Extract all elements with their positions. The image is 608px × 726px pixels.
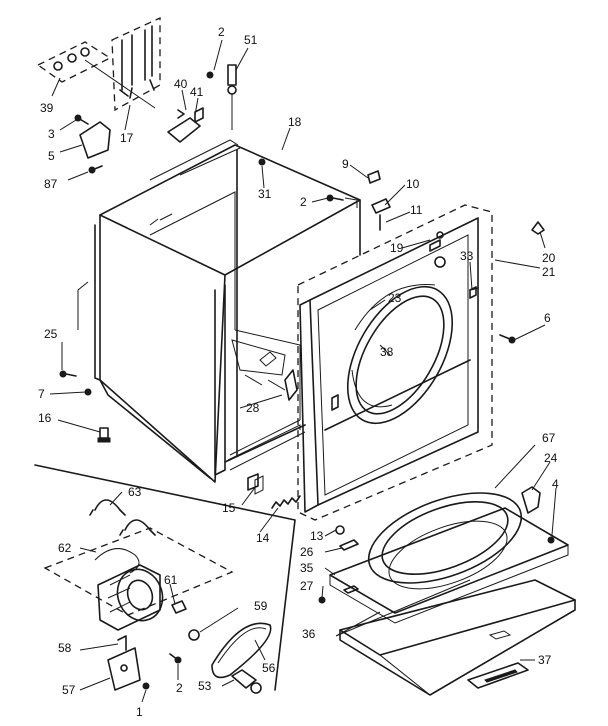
callout-33: 33: [460, 249, 474, 263]
callout-20: 20: [542, 251, 556, 265]
callout-58: 58: [58, 641, 72, 655]
callout-23: 23: [388, 291, 402, 305]
callout-27: 27: [300, 579, 314, 593]
callout-35: 35: [300, 561, 314, 575]
callout-2-bottom: 2: [176, 681, 183, 695]
callout-87: 87: [44, 177, 58, 191]
callout-26: 26: [300, 545, 314, 559]
callout-5: 5: [48, 149, 55, 163]
terminal-block-assembly: [36, 16, 237, 174]
callout-61: 61: [164, 573, 178, 587]
callout-28: 28: [246, 401, 260, 415]
callout-25: 25: [44, 327, 58, 341]
base-assembly: [318, 486, 576, 696]
callout-10: 10: [406, 177, 420, 191]
callout-7: 7: [38, 387, 45, 401]
callout-2-mid: 2: [300, 195, 307, 209]
callout-38: 38: [380, 345, 394, 359]
callout-63: 63: [128, 485, 142, 499]
callout-24: 24: [544, 451, 558, 465]
callout-59: 59: [254, 599, 268, 613]
cabinet-hardware: [59, 158, 344, 509]
callout-11: 11: [410, 203, 423, 217]
callout-14: 14: [256, 531, 270, 545]
front-panel-assembly: [297, 170, 545, 521]
callout-37: 37: [538, 653, 552, 667]
callout-51: 51: [244, 33, 258, 47]
callout-19: 19: [390, 241, 404, 255]
leader-lines: [49, 39, 557, 703]
callout-17: 17: [120, 131, 134, 145]
cabinet: [94, 139, 361, 495]
callout-1: 1: [136, 705, 143, 719]
callout-2-top: 2: [218, 25, 225, 39]
motor-assembly: [34, 464, 296, 694]
callout-21: 21: [542, 265, 556, 279]
callout-40: 40: [174, 77, 188, 91]
callout-labels: 2 51 40 41 39 3 5 87 17 18 31 2 9 10 11 …: [38, 25, 559, 719]
callout-9: 9: [342, 157, 349, 171]
callout-41: 41: [190, 85, 204, 99]
callout-4: 4: [552, 477, 559, 491]
callout-62: 62: [58, 541, 72, 555]
callout-39: 39: [40, 101, 54, 115]
callout-36: 36: [302, 627, 316, 641]
callout-31: 31: [258, 187, 272, 201]
callout-3: 3: [48, 127, 55, 141]
callout-13: 13: [310, 529, 324, 543]
callout-18: 18: [288, 115, 302, 129]
callout-67: 67: [542, 431, 556, 445]
callout-57: 57: [62, 683, 76, 697]
callout-53: 53: [198, 679, 212, 693]
callout-15: 15: [222, 501, 236, 515]
callout-16: 16: [38, 411, 52, 425]
callout-56: 56: [262, 661, 276, 675]
callout-6: 6: [544, 311, 551, 325]
